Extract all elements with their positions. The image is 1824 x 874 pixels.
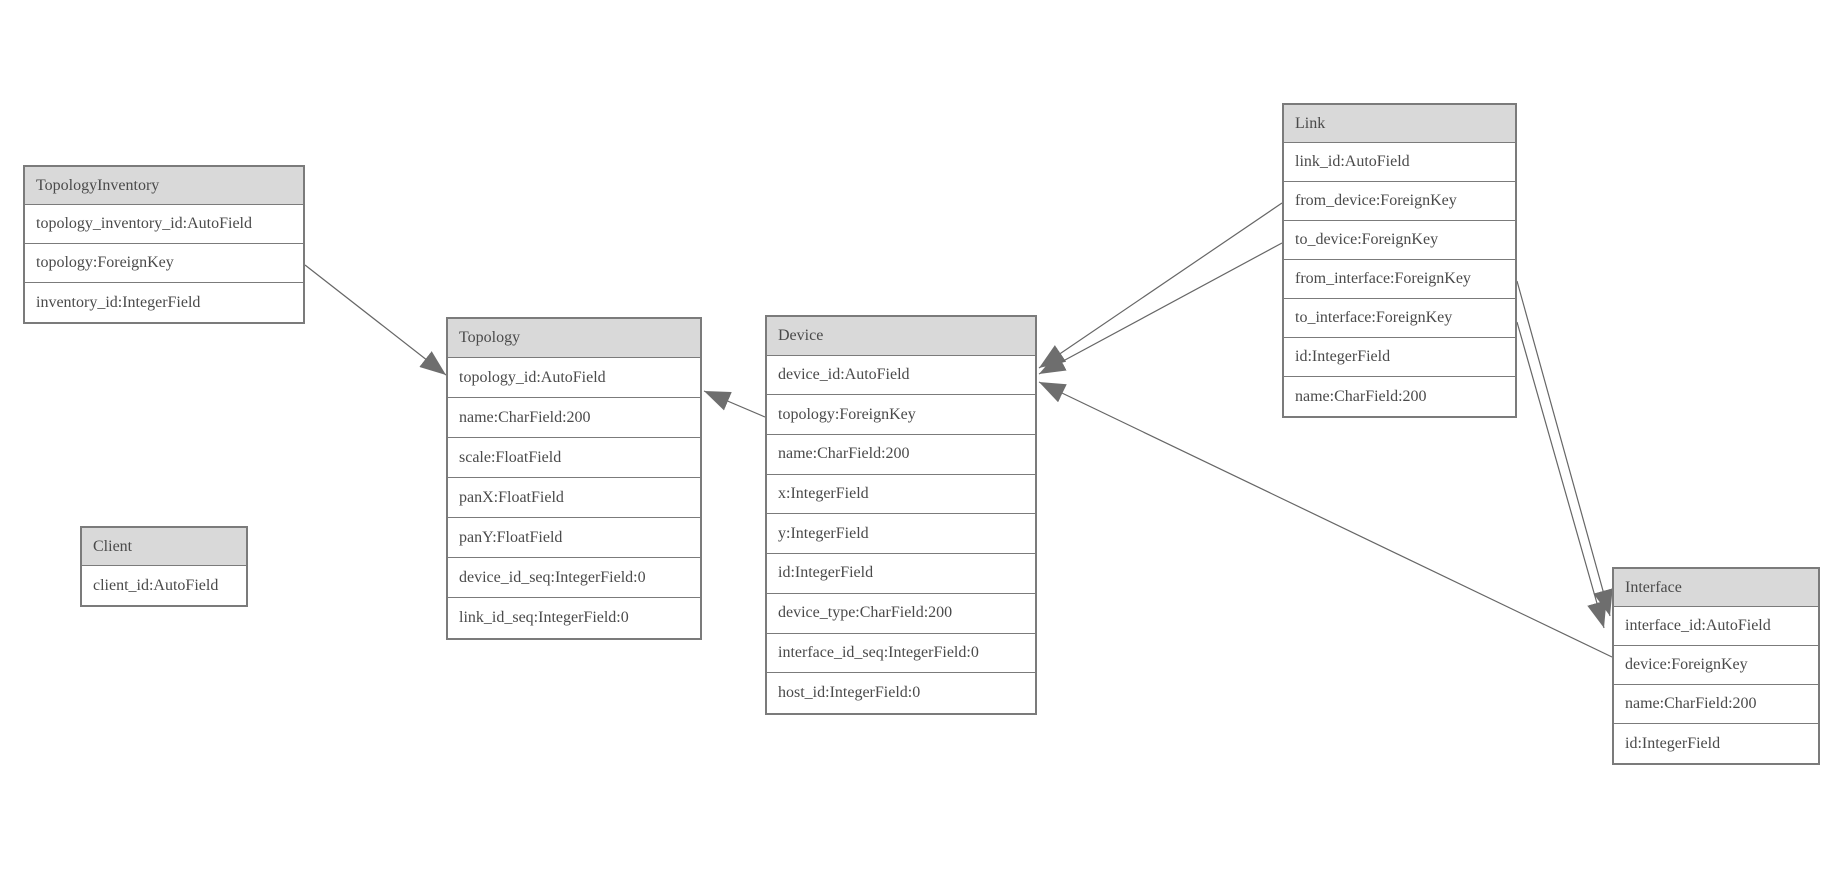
entity-title-topology-inventory: TopologyInventory	[25, 167, 303, 205]
entity-field-row: name:CharField:200	[1295, 387, 1427, 405]
entity-field-row: name:CharField:200	[767, 435, 1035, 475]
entity-field-row: to_device:ForeignKey	[1284, 221, 1515, 260]
entity-field-row: topology:ForeignKey	[767, 395, 1035, 436]
entity-title-client: Client	[82, 528, 246, 566]
relation-link-to_device-to-device	[1038, 242, 1283, 375]
entity-client: Client client_id:AutoField	[80, 526, 248, 607]
relation-link-from_interface-to-interface	[1516, 280, 1613, 617]
entity-title-device: Device	[767, 317, 1035, 356]
entity-field-row: from_device:ForeignKey	[1284, 182, 1515, 221]
entity-field-row: scale:FloatField	[448, 438, 700, 478]
entity-field-row: x:IntegerField	[767, 475, 1035, 515]
relation-interface-device-to-device	[1038, 381, 1613, 658]
entity-field-row: id:IntegerField	[1284, 338, 1515, 377]
entity-field-row: from_interface:ForeignKey	[1284, 260, 1515, 299]
entity-field-row: device_type:CharField:200	[767, 594, 1035, 634]
entity-field-row: panY:FloatField	[448, 518, 700, 558]
relation-topologyinventory-topology-to-topology	[304, 264, 447, 376]
entity-field-row: topology_inventory_id:AutoField	[25, 205, 303, 244]
relation-link-to_interface-to-interface	[1516, 321, 1607, 629]
entity-field-row: panX:FloatField	[448, 478, 700, 518]
entity-field-row: link_id:AutoField	[1284, 143, 1515, 182]
relation-device-topology-to-topology	[703, 390, 766, 418]
entity-field-row: topology:ForeignKey	[25, 244, 303, 283]
entity-field-row: host_id:IntegerField:0	[778, 684, 921, 702]
entity-title-interface: Interface	[1614, 569, 1818, 607]
entity-field-row: interface_id:AutoField	[1614, 607, 1818, 646]
entity-field-row: y:IntegerField	[767, 514, 1035, 555]
entity-title-link: Link	[1284, 105, 1515, 143]
entity-field-row: link_id_seq:IntegerField:0	[459, 609, 629, 626]
entity-field-row: device_id_seq:IntegerField:0	[448, 558, 700, 598]
entity-field-row: client_id:AutoField	[93, 576, 219, 594]
entity-field-row: id:IntegerField	[1625, 734, 1721, 752]
entity-field-row: name:CharField:200	[1614, 685, 1818, 724]
entity-field-row: interface_id_seq:IntegerField:0	[767, 634, 1035, 674]
entity-field-row: to_interface:ForeignKey	[1284, 299, 1515, 338]
relation-link-from_device-to-device	[1038, 202, 1283, 369]
entity-field-row: id:IntegerField	[767, 554, 1035, 594]
entity-field-row: name:CharField:200	[448, 398, 700, 438]
entity-field-row: topology_id:AutoField	[448, 358, 700, 398]
entity-field-row: inventory_id:IntegerField	[36, 293, 201, 311]
entity-title-topology: Topology	[448, 319, 700, 358]
entity-field-row: device_id:AutoField	[767, 356, 1035, 396]
entity-field-row: device:ForeignKey	[1614, 646, 1818, 685]
